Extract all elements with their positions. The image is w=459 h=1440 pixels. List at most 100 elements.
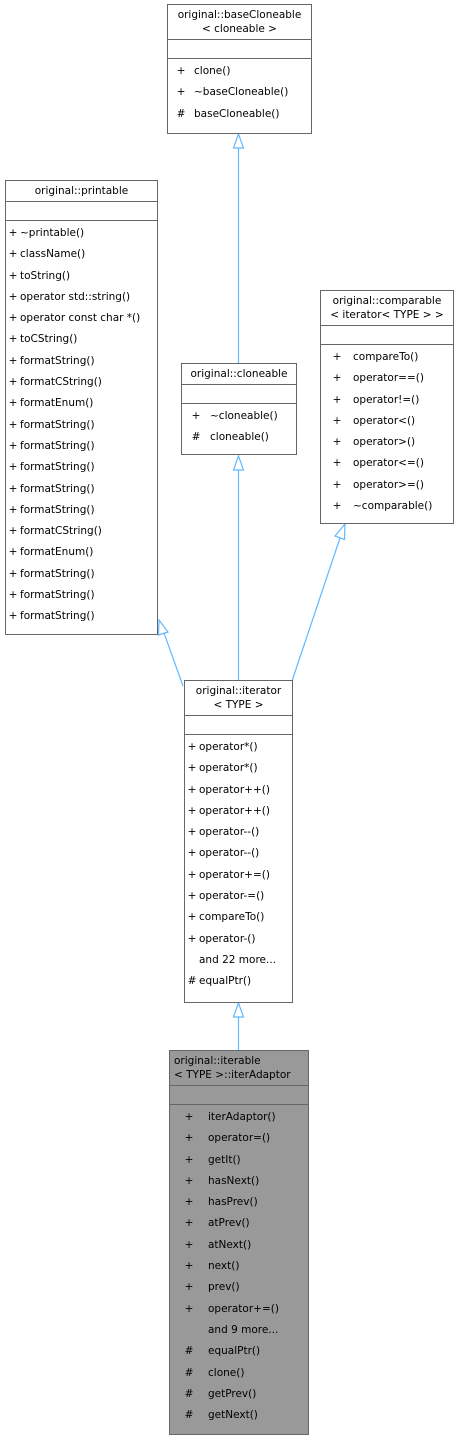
operation-row[interactable]: +formatEnum() [6, 393, 157, 414]
visibility-marker: + [332, 500, 342, 513]
operation-row[interactable]: #clone() [170, 1363, 308, 1384]
arrowhead-cloneable [232, 454, 245, 471]
operation-row[interactable]: +operator-() [185, 929, 292, 950]
visibility-marker: + [8, 397, 18, 410]
operation-row[interactable]: +~comparable() [321, 496, 453, 517]
operation-row[interactable]: +toCString() [6, 329, 157, 350]
operation-row[interactable]: +formatString() [6, 436, 157, 457]
operation-row[interactable]: +getIt() [170, 1150, 308, 1171]
operation-row[interactable]: +operator!=() [321, 390, 453, 411]
operation-row[interactable]: +formatString() [6, 457, 157, 478]
class-iterator[interactable]: original::iterator < TYPE > +operator*()… [184, 680, 293, 1003]
visibility-marker: # [187, 975, 197, 988]
operation-row[interactable]: +operator+=() [185, 865, 292, 886]
operation-name: operator+=() [199, 868, 270, 881]
operation-row[interactable]: +operator+=() [170, 1299, 308, 1320]
operation-row[interactable]: +next() [170, 1256, 308, 1277]
class-title: original::comparable < iterator< TYPE > … [321, 291, 453, 325]
operation-row[interactable]: +formatString() [6, 351, 157, 372]
operation-row[interactable]: +formatString() [6, 585, 157, 606]
operation-row[interactable]: +formatString() [6, 479, 157, 500]
operation-row[interactable]: +iterAdaptor() [170, 1107, 308, 1128]
visibility-marker: + [187, 868, 197, 881]
visibility-marker: + [184, 1174, 194, 1187]
operation-row[interactable]: +hasPrev() [170, 1192, 308, 1213]
class-printable[interactable]: original::printable +~printable() +class… [5, 180, 158, 635]
operation-row[interactable]: +formatString() [6, 415, 157, 436]
operation-row[interactable]: #equalPtr() [170, 1341, 308, 1362]
operation-row[interactable]: +className() [6, 244, 157, 265]
visibility-marker: + [187, 826, 197, 839]
visibility-marker: + [187, 932, 197, 945]
operation-name: operator=() [208, 1132, 271, 1145]
operation-row[interactable]: +clone() [168, 61, 311, 82]
operation-row[interactable]: + atNext() [170, 1235, 308, 1256]
visibility-marker: + [8, 546, 18, 559]
operation-row[interactable]: +formatCString() [6, 372, 157, 393]
class-iteradaptor[interactable]: original::iterable < TYPE >::iterAdaptor… [169, 1050, 309, 1435]
operation-row[interactable]: +atPrev() [170, 1213, 308, 1234]
operation-name: compareTo() [199, 911, 265, 924]
class-title: original::baseCloneable < cloneable > [168, 5, 311, 39]
visibility-marker: + [184, 1196, 194, 1209]
operation-row[interactable]: +operator<() [321, 411, 453, 432]
title-line: original::baseCloneable [177, 9, 302, 21]
operation-row[interactable]: +~baseCloneable() [168, 82, 311, 103]
more-operations-link[interactable]: and 9 more... [170, 1320, 308, 1341]
operation-row[interactable]: #getPrev() [170, 1384, 308, 1405]
operation-row[interactable]: +~cloneable() [182, 406, 296, 427]
visibility-marker: + [187, 762, 197, 775]
class-cloneable[interactable]: original::cloneable +~cloneable() #clone… [181, 363, 297, 455]
operation-row[interactable]: +operator++() [185, 780, 292, 801]
operation-row[interactable]: +prev() [170, 1277, 308, 1298]
more-operations-link[interactable]: and 22 more... [185, 950, 292, 971]
operation-row[interactable]: +formatCString() [6, 521, 157, 542]
visibility-marker: + [184, 1238, 194, 1251]
operation-row[interactable]: +toString() [6, 266, 157, 287]
operation-row[interactable]: +operator--() [185, 822, 292, 843]
operation-row[interactable]: +formatEnum() [6, 542, 157, 563]
operation-name: operator--() [199, 847, 260, 860]
operation-row[interactable]: #cloneable() [182, 427, 296, 448]
operation-row[interactable]: +operator--() [185, 843, 292, 864]
operation-row[interactable]: +operator>=() [321, 475, 453, 496]
class-comparable[interactable]: original::comparable < iterator< TYPE > … [320, 290, 454, 524]
title-line: original::comparable [332, 295, 442, 307]
operation-row[interactable]: +compareTo() [185, 907, 292, 928]
operation-name: atNext() [208, 1238, 252, 1251]
visibility-marker: + [184, 1111, 194, 1123]
operation-row[interactable]: +formatString() [6, 564, 157, 585]
operation-row[interactable]: +operator==() [321, 368, 453, 389]
operation-row[interactable]: #equalPtr() [185, 971, 292, 992]
operation-name: and 9 more... [208, 1323, 279, 1336]
visibility-marker: + [176, 86, 186, 99]
operation-row[interactable]: +hasNext() [170, 1171, 308, 1192]
operation-row[interactable]: +operator++() [185, 801, 292, 822]
attributes-section [185, 715, 292, 734]
visibility-marker: # [176, 107, 186, 120]
visibility-marker: + [184, 1281, 194, 1294]
operation-row[interactable]: +operator*() [185, 737, 292, 758]
operation-row[interactable]: +formatString() [6, 500, 157, 521]
operation-name: operator++() [199, 804, 270, 817]
operation-row[interactable]: #getNext() [170, 1405, 308, 1426]
operation-row[interactable]: +operator*() [185, 758, 292, 779]
operation-row[interactable]: +formatString() [6, 606, 157, 627]
operations-section: +~cloneable() #cloneable() [182, 403, 296, 451]
operation-row[interactable]: +compareTo() [321, 347, 453, 368]
operation-row[interactable]: +operator<=() [321, 453, 453, 474]
visibility-marker: # [191, 431, 201, 444]
attributes-section [182, 384, 296, 403]
operation-row[interactable]: #baseCloneable() [168, 104, 311, 125]
operation-row[interactable]: +operator>() [321, 432, 453, 453]
operation-row[interactable]: +~printable() [6, 223, 157, 244]
operation-row[interactable]: +operator std::string() [6, 287, 157, 308]
operations-section: +clone() +~baseCloneable() #baseCloneabl… [168, 58, 311, 127]
class-basecloneable[interactable]: original::baseCloneable < cloneable > +c… [167, 4, 312, 134]
class-title: original::cloneable [182, 364, 296, 384]
operation-row[interactable]: +operator const char *() [6, 308, 157, 329]
operation-row[interactable]: +operator-=() [185, 886, 292, 907]
edge-iterator-to-printable [163, 632, 184, 687]
operation-row[interactable]: +operator=() [170, 1128, 308, 1149]
operation-name: equalPtr() [208, 1345, 261, 1358]
